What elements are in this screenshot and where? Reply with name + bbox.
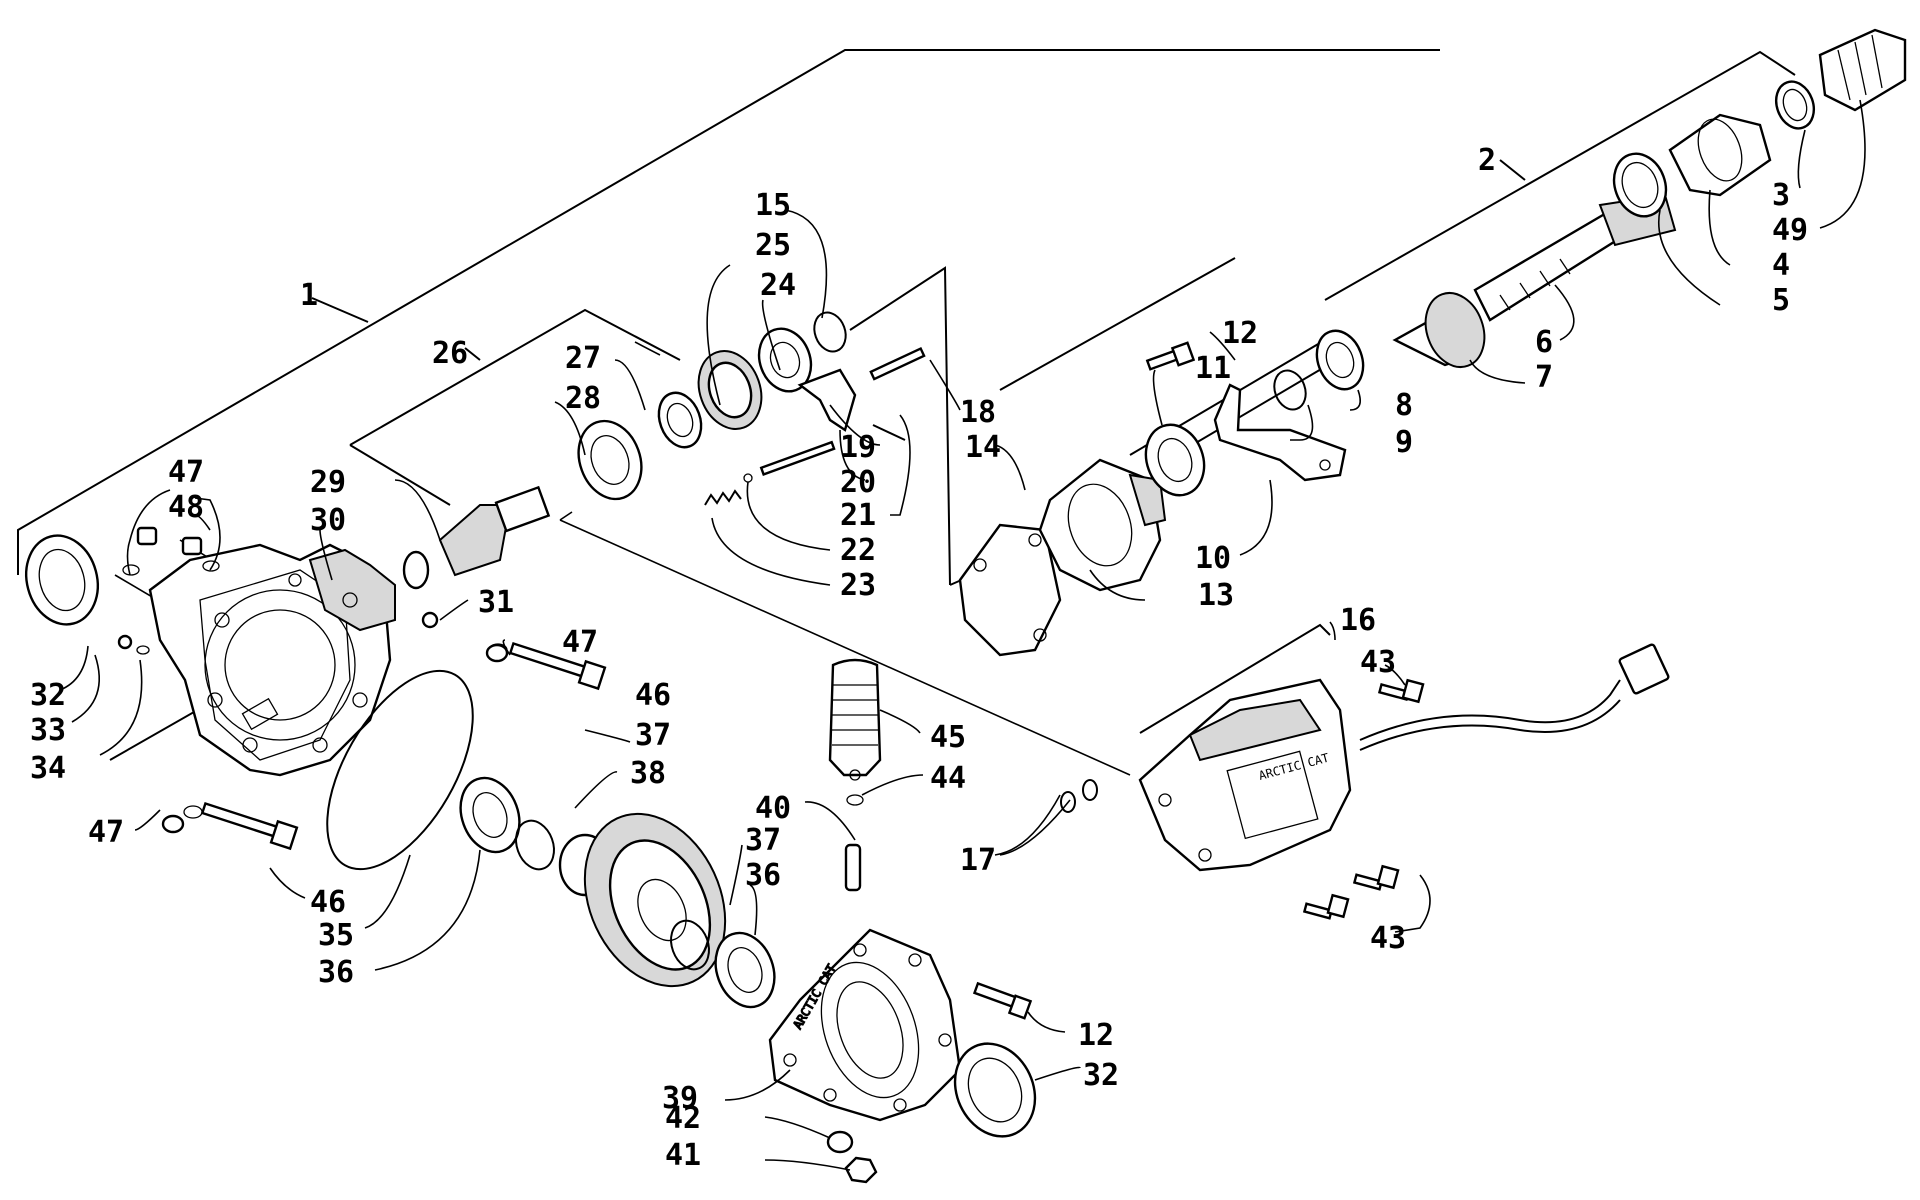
- label-45: 45: [930, 720, 966, 755]
- pinion-gear: [402, 485, 551, 629]
- label-7: 7: [1535, 360, 1553, 395]
- label-22: 22: [840, 533, 876, 568]
- label-26: 26: [432, 336, 468, 371]
- label-27: 27: [565, 341, 601, 376]
- cover-bolt: [972, 981, 1033, 1020]
- output-shaft: [1392, 193, 1677, 368]
- label-47-top: 47: [168, 455, 204, 490]
- label-5: 5: [1772, 283, 1790, 318]
- label-33: 33: [30, 713, 66, 748]
- label-31: 31: [478, 585, 514, 620]
- label-13: 13: [1198, 578, 1234, 613]
- coupler-housing-13: [1038, 458, 1167, 592]
- seal-right: [953, 1042, 1037, 1138]
- gasket-14: [958, 523, 1062, 657]
- label-39: 39: [662, 1081, 698, 1116]
- label-4: 4: [1772, 248, 1790, 283]
- washers-47: [161, 643, 509, 834]
- bearing-11: [1144, 423, 1206, 497]
- label-46-lower: 46: [310, 885, 346, 920]
- label-18: 18: [960, 395, 996, 430]
- label-40: 40: [755, 791, 791, 826]
- gear-case-cover: ARCTIC CAT: [768, 928, 962, 1122]
- label-24: 24: [760, 268, 796, 303]
- label-32-left: 32: [30, 678, 66, 713]
- label-28: 28: [565, 381, 601, 416]
- label-9: 9: [1395, 425, 1413, 460]
- top-small-bolts: [122, 526, 220, 576]
- label-41: 41: [665, 1138, 701, 1173]
- label-38: 38: [630, 756, 666, 791]
- label-32-right: 32: [1083, 1058, 1119, 1093]
- label-20: 20: [840, 465, 876, 500]
- bearing-28: [577, 419, 643, 501]
- label-17: 17: [960, 843, 996, 878]
- label-12-upper: 12: [1222, 316, 1258, 351]
- race-27: [657, 391, 703, 449]
- ring-5: [1612, 152, 1668, 218]
- gear-case-housing: [148, 543, 396, 777]
- label-2: 2: [1478, 143, 1496, 178]
- label-44: 44: [930, 761, 966, 796]
- label-36-right: 36: [745, 858, 781, 893]
- label-1: 1: [300, 278, 318, 313]
- label-36-left: 36: [318, 955, 354, 990]
- label-47-mid: 47: [562, 625, 598, 660]
- boot-49: [1818, 28, 1907, 112]
- label-29: 29: [310, 465, 346, 500]
- label-48: 48: [168, 490, 204, 525]
- ring-gear: [558, 812, 727, 988]
- label-19: 19: [840, 430, 876, 465]
- o-ring-right: [670, 919, 710, 971]
- bracket-10: [1213, 383, 1347, 482]
- actuator-module: ARCTIC CAT: [1138, 643, 1670, 872]
- label-8: 8: [1395, 388, 1413, 423]
- label-16: 16: [1340, 603, 1376, 638]
- label-43-upper: 43: [1360, 645, 1396, 680]
- label-43-lower: 43: [1370, 921, 1406, 956]
- module-screws: [1302, 678, 1425, 920]
- label-37-left: 37: [635, 718, 671, 753]
- label-37-right: 37: [745, 823, 781, 858]
- label-25: 25: [755, 228, 791, 263]
- label-23: 23: [840, 568, 876, 603]
- label-34: 34: [30, 751, 66, 786]
- label-10: 10: [1195, 541, 1231, 576]
- label-49: 49: [1772, 213, 1808, 248]
- bearing-right: [714, 931, 776, 1009]
- label-12-lower: 12: [1078, 1018, 1114, 1053]
- clamp-3: [1774, 80, 1816, 130]
- long-bolts: [183, 641, 607, 851]
- label-47-lower: 47: [88, 815, 124, 850]
- label-46-upper: 46: [635, 678, 671, 713]
- seal-8: [1315, 329, 1365, 391]
- callout-labels: 1 2 3 4 5 6 7 8 9 10 11 12 12 13 14 15 1…: [30, 143, 1808, 1173]
- snap-ring-15: [813, 311, 847, 353]
- label-14: 14: [965, 430, 1001, 465]
- label-15: 15: [755, 188, 791, 223]
- label-6: 6: [1535, 325, 1553, 360]
- label-11: 11: [1195, 351, 1231, 386]
- drain-screw-washer: [117, 634, 150, 655]
- label-21: 21: [840, 498, 876, 533]
- shift-fork-19: [797, 368, 857, 432]
- vent-boot: [828, 658, 882, 892]
- o-ring-left: [515, 819, 555, 871]
- label-3: 3: [1772, 178, 1790, 213]
- seal-left: [25, 534, 99, 626]
- screw-12-upper: [1145, 341, 1196, 371]
- boot-4: [1668, 113, 1772, 197]
- module-o-rings: [1060, 779, 1098, 813]
- label-30: 30: [310, 503, 346, 538]
- snap-ring-9: [1273, 369, 1307, 411]
- housing-o-ring: [326, 669, 474, 871]
- drain-plug: [826, 1130, 878, 1184]
- leader-lines: [59, 99, 1866, 1171]
- label-35: 35: [318, 918, 354, 953]
- label-42: 42: [665, 1101, 701, 1136]
- bearing-left: [459, 776, 521, 854]
